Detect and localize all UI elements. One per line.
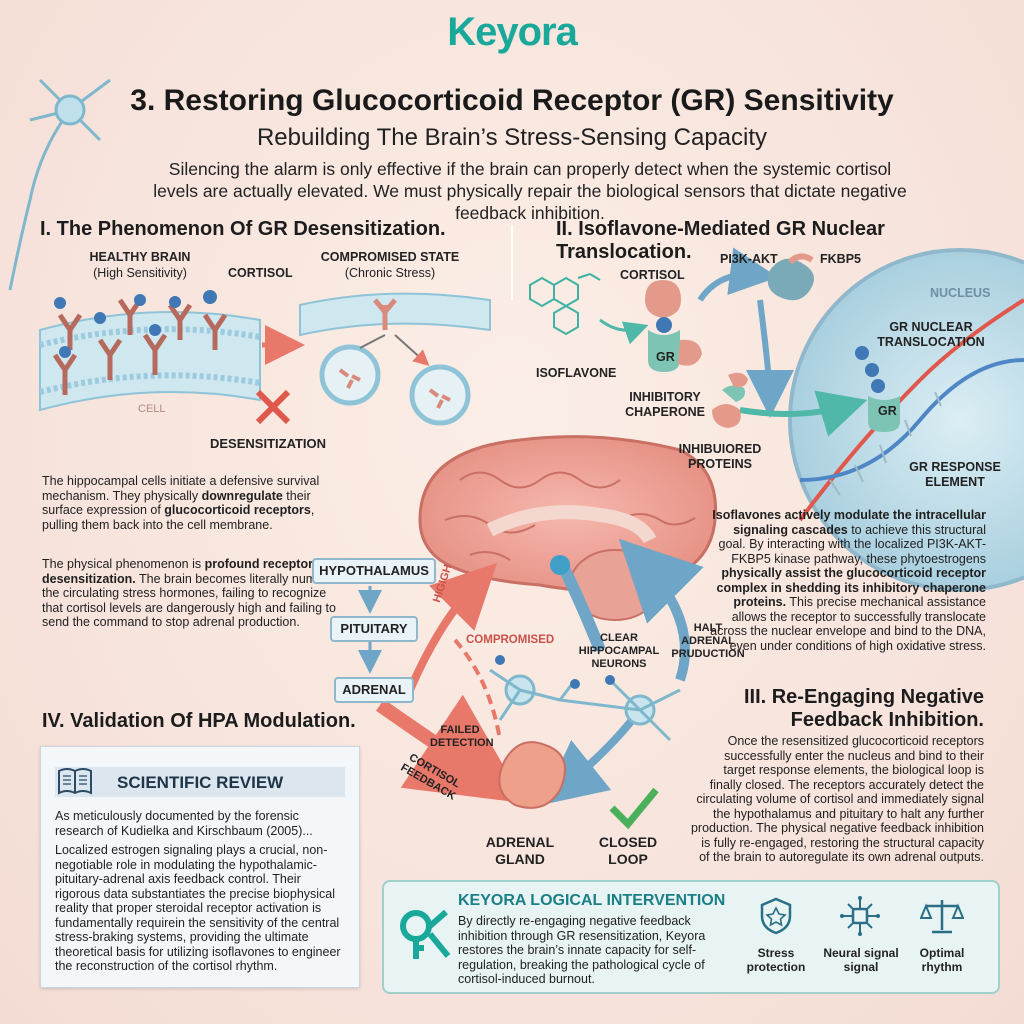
closed-loop-label: CLOSED LOOP <box>598 834 658 867</box>
gr-in-nucleus <box>855 346 900 432</box>
inhibited-protein-icons <box>712 372 748 428</box>
adrenal-gland-label: ADRENAL GLAND <box>485 834 555 867</box>
gr-response-element-label: GR RESPONSE ELEMENT <box>909 460 1001 489</box>
gr-label: GR <box>656 350 675 364</box>
adrenal-gland-illustration <box>498 741 566 809</box>
compromised-label: COMPROMISED <box>466 634 555 646</box>
halt-production-arrow <box>618 538 704 682</box>
clear-hippocampal-neurons-label: CLEAR HIPPOCAMPAL NEURONS <box>578 632 660 670</box>
page-title: 3. Restoring Glucocorticoid Receptor (GR… <box>130 84 894 117</box>
cortisol-label: CORTISOL <box>228 266 293 280</box>
cell-label: CELL <box>138 403 166 415</box>
section4-heading: IV. Validation Of HPA Modulation. <box>42 710 356 732</box>
neural-chip-icon <box>840 896 880 936</box>
cortisol-feedback-arrow <box>375 694 525 804</box>
inhibitory-chaperone-label: INHIBITORY CHAPERONE <box>625 390 705 419</box>
review-header <box>55 767 345 797</box>
gr-label-nucleus: GR <box>878 404 897 418</box>
healthy-brain-label: HEALTHY BRAIN <box>89 250 191 264</box>
review-title: SCIENTIFIC REVIEW <box>117 773 284 792</box>
adrenal-box: ADRENAL <box>334 677 414 703</box>
halt-adrenal-production-label: HALT ADRENAL PRUDUCTION <box>671 622 745 660</box>
high-signal-arrow <box>406 563 497 692</box>
stress-protection-label: Stress protection <box>746 946 806 974</box>
section1-paragraph-2: The physical phenomenon is profound rece… <box>42 557 338 629</box>
section2-heading: II. Isoflavone-Mediated GR Nuclear Trans… <box>556 218 885 263</box>
page-subtitle: Rebuilding The Brain’s Stress-Sensing Ca… <box>256 124 768 151</box>
compromised-state-label: COMPROMISED STATE <box>320 250 460 264</box>
section1-heading: I. The Phenomenon Of GR Desensitization. <box>40 218 446 240</box>
review-citation: As meticulously documented by the forens… <box>55 809 313 838</box>
pituitary-box: PITUITARY <box>330 616 418 642</box>
hippocampal-neurons <box>489 655 681 742</box>
scientific-review-card: SCIENTIFIC REVIEW As meticulously docume… <box>40 746 360 988</box>
keyora-key-logo-icon <box>400 909 451 959</box>
hypothalamus-box: HYPOTHALAMUS <box>312 558 436 584</box>
desensitization-label: DESENSITIZATION <box>210 436 327 451</box>
optimal-rhythm-label: Optimal rhythm <box>919 946 965 974</box>
checkmark-icon <box>609 787 659 830</box>
section1-paragraph-1: The hippocampal cells initiate a defensi… <box>42 474 320 532</box>
open-book-icon <box>58 768 92 795</box>
gr-receptor-complex <box>645 280 702 372</box>
section3-heading: III. Re-Engaging Negative Feedback Inhib… <box>743 686 984 731</box>
healthy-membrane <box>39 290 261 412</box>
cortisol-label-2: CORTISOL <box>620 268 685 282</box>
dna-helix <box>798 298 1024 522</box>
isoflavone-molecule <box>529 273 601 336</box>
section2-paragraph: Isoflavones actively modulate the intrac… <box>710 508 986 653</box>
section3-paragraph: Once the resensitized glucocorticoid rec… <box>690 734 984 864</box>
gr-nuclear-translocation-label: GR NUCLEAR TRANSLOCATION <box>877 320 985 349</box>
failed-detection-label: FAILED DETECTION <box>430 724 494 749</box>
brand-logo: Keyora <box>447 10 578 54</box>
intervention-title: KEYORA LOGICAL INTERVENTION <box>458 892 726 909</box>
pi3k-akt-label: PI3K-AKT <box>720 252 778 266</box>
keyora-intervention-panel: KEYORA LOGICAL INTERVENTION By directly … <box>382 880 1000 994</box>
neural-signal-label: Neural signal signal <box>823 946 899 974</box>
intervention-body: By directly re-engaging negative feedbac… <box>458 914 706 986</box>
healthy-brain-sublabel: (High Sensitivity) <box>93 266 187 280</box>
compromised-state-sublabel: (Chronic Stress) <box>344 266 436 280</box>
nucleus-illustration <box>788 248 1024 592</box>
nucleus-label: NUCLEUS <box>930 286 991 300</box>
fkbp5-label: FKBP5 <box>820 252 861 266</box>
intro-text: Silencing the alarm is only effective if… <box>153 159 907 223</box>
desensitization-x-icon <box>255 389 291 425</box>
compromised-membrane <box>299 292 491 426</box>
review-body: Localized estrogen signaling plays a cru… <box>55 843 341 973</box>
balance-scale-icon <box>920 900 964 934</box>
isoflavone-label: ISOFLAVONE <box>536 366 617 380</box>
fkbp5-protein <box>767 253 814 301</box>
shield-star-icon <box>760 897 792 935</box>
neuron-illustration <box>8 78 111 291</box>
inhibited-proteins-label: INHIBUIORED PROTEINS <box>678 442 762 471</box>
